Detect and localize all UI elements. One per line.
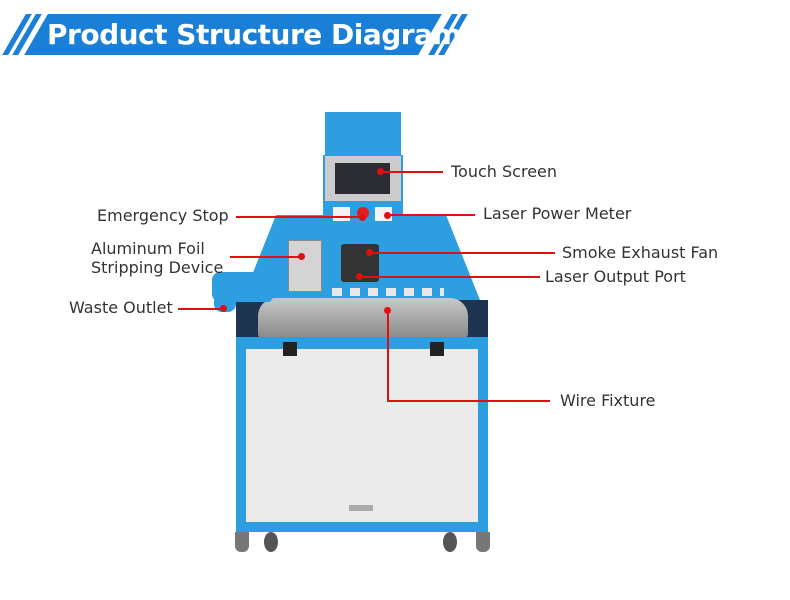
aluminum-foil-label-line2: Stripping Device	[91, 258, 224, 277]
laser-output-port-label: Laser Output Port	[545, 267, 686, 286]
caster-wheel	[443, 532, 457, 552]
foot	[235, 532, 249, 552]
wire-fixture-tray	[258, 298, 468, 338]
page-title: Product Structure Diagram	[47, 18, 462, 51]
laser-power-meter-leader	[387, 214, 475, 216]
waste-outlet-marker	[219, 304, 227, 312]
emergency-stop-marker	[358, 213, 366, 221]
laser-head-top	[325, 112, 401, 156]
smoke-exhaust-fan-label: Smoke Exhaust Fan	[562, 243, 719, 262]
aluminum-foil-label-line1: Aluminum Foil	[91, 239, 205, 258]
touch-screen-label: Touch Screen	[451, 162, 558, 181]
power-meter-left	[333, 207, 350, 221]
aluminum-foil-marker	[297, 252, 305, 260]
touch-screen-leader	[380, 171, 443, 173]
wire-clamps	[332, 288, 444, 296]
laser-output-port-leader	[359, 276, 540, 278]
wire-fixture-label: Wire Fixture	[560, 391, 656, 410]
door-handle	[349, 505, 373, 511]
foot	[476, 532, 490, 552]
waste-outlet-leader	[178, 308, 223, 310]
emergency-stop-label: Emergency Stop	[97, 206, 229, 225]
laser-power-meter-label: Laser Power Meter	[483, 204, 632, 223]
emergency-stop-leader	[236, 216, 362, 218]
caster-wheel	[264, 532, 278, 552]
wire-fixture-leader-vertical	[387, 310, 389, 401]
cabinet-door	[246, 349, 478, 522]
smoke-exhaust-fan-leader	[369, 252, 555, 254]
aluminum-foil-leader	[230, 256, 301, 258]
hinge	[430, 342, 444, 356]
aluminum-foil-stripping-device	[288, 240, 322, 292]
wire-fixture-leader	[387, 400, 550, 402]
waste-outlet-arm	[212, 272, 272, 302]
hinge	[283, 342, 297, 356]
waste-outlet-label: Waste Outlet	[69, 298, 173, 317]
